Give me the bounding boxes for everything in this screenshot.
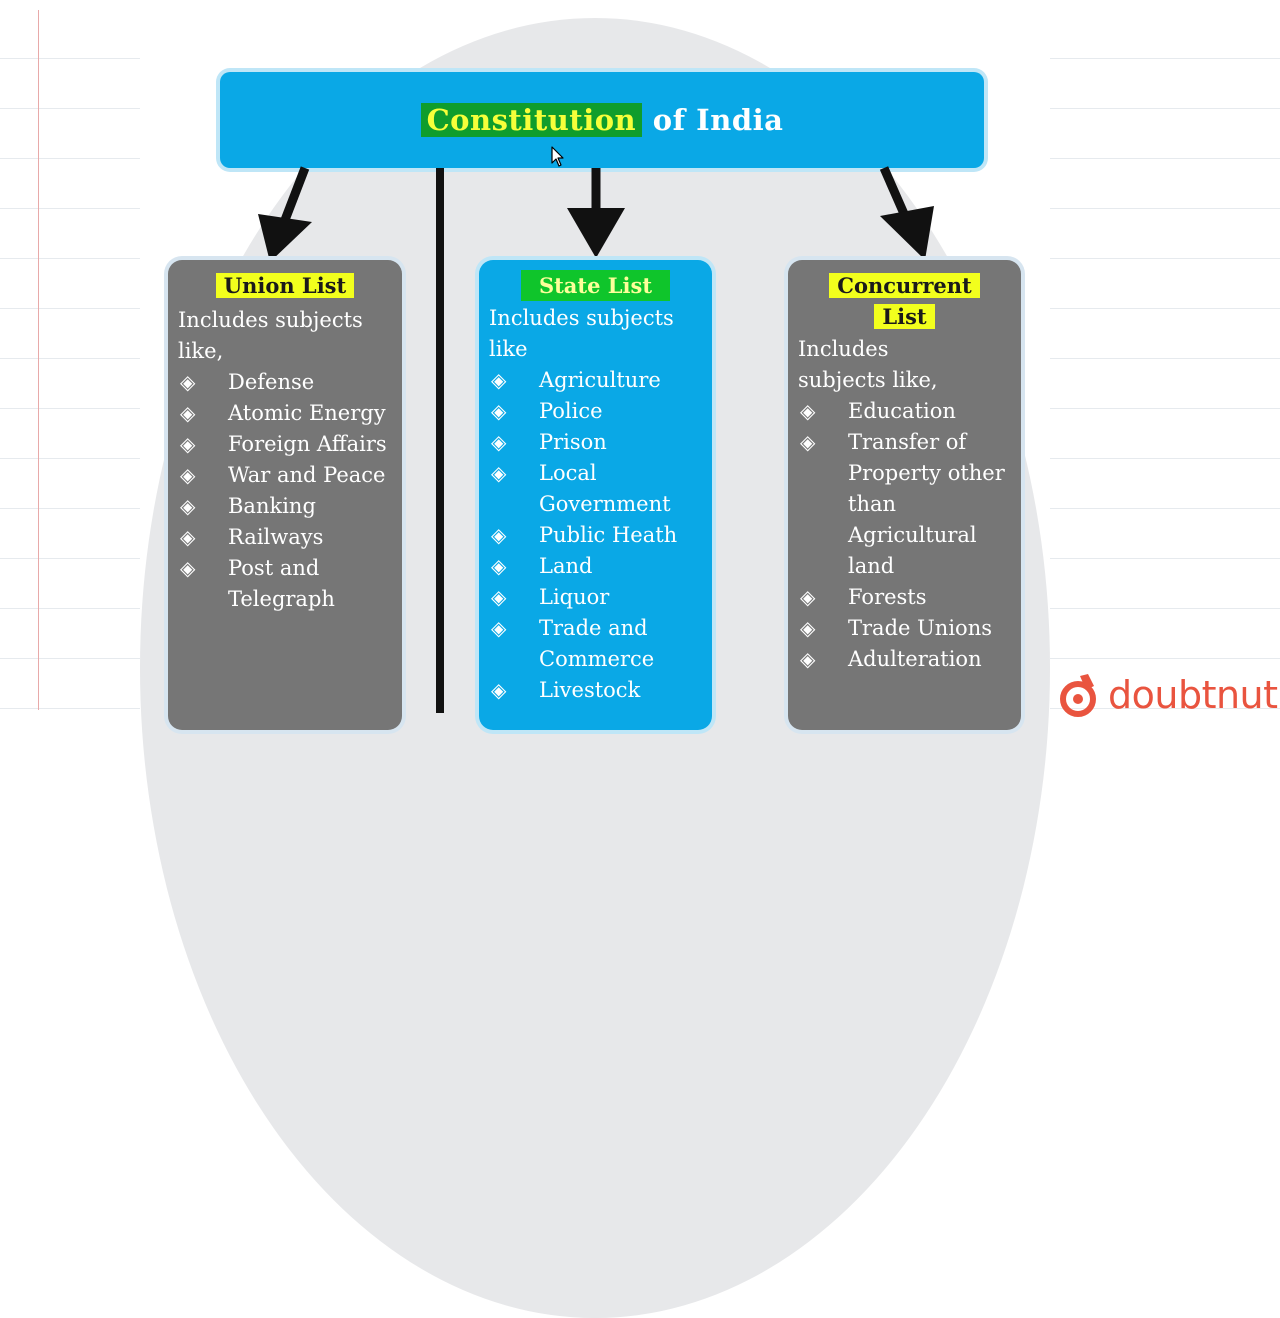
state-list-title: State List	[479, 270, 712, 301]
diamond-bullet-icon: ◈	[180, 401, 196, 425]
arrow-union-shaft	[280, 166, 310, 222]
diamond-bullet-icon: ◈	[491, 399, 507, 423]
diamond-bullet-icon: ◈	[180, 556, 196, 580]
diamond-bullet-icon: ◈	[491, 585, 507, 609]
arrow-state-head	[567, 208, 625, 258]
diamond-bullet-icon: ◈	[491, 554, 507, 578]
doubtnut-logo-text: doubtnut	[1108, 673, 1278, 717]
diamond-bullet-icon: ◈	[180, 494, 196, 518]
diamond-bullet-icon: ◈	[800, 585, 816, 609]
diamond-bullet-icon: ◈	[800, 616, 816, 640]
doubtnut-logo-icon	[1060, 674, 1096, 717]
arrow-concurrent-head	[880, 206, 934, 260]
list-item: ◈Post and Telegraph	[178, 553, 396, 615]
header-rest-text: of India	[652, 103, 784, 137]
concurrent-list-box: Concurrent List Includes subjects like, …	[788, 260, 1021, 730]
constitution-header-box: Constitution of India	[220, 72, 984, 168]
list-item: ◈Land	[489, 551, 706, 582]
list-item: ◈Public Heath	[489, 520, 706, 551]
vertical-divider-bar	[436, 168, 444, 713]
diamond-bullet-icon: ◈	[180, 370, 196, 394]
diamond-bullet-icon: ◈	[180, 525, 196, 549]
list-item: ◈Agriculture	[489, 365, 706, 396]
concurrent-list-title: Concurrent List	[788, 270, 1021, 332]
diamond-bullet-icon: ◈	[180, 432, 196, 456]
list-item: ◈Trade and Commerce	[489, 613, 706, 675]
list-item: ◈Livestock	[489, 675, 706, 706]
diamond-bullet-icon: ◈	[491, 678, 507, 702]
list-item: ◈Atomic Energy	[178, 398, 396, 429]
diamond-bullet-icon: ◈	[491, 368, 507, 392]
diamond-bullet-icon: ◈	[800, 430, 816, 454]
state-list-intro: Includes subjects like	[489, 306, 674, 361]
list-item: ◈Trade Unions	[798, 613, 1015, 644]
list-item: ◈Liquor	[489, 582, 706, 613]
diamond-bullet-icon: ◈	[491, 430, 507, 454]
union-list-title: Union List	[168, 270, 402, 301]
arrow-union-head	[258, 214, 312, 262]
state-list-items: ◈Agriculture ◈Police ◈Prison ◈Local Gove…	[479, 365, 712, 706]
connector-arrows	[258, 166, 934, 262]
mouse-cursor-icon	[551, 146, 564, 167]
list-item: ◈Prison	[489, 427, 706, 458]
list-item: ◈Local Government	[489, 458, 706, 520]
list-item: ◈Education	[798, 396, 1015, 427]
union-list-items: ◈Defense ◈Atomic Energy ◈Foreign Affairs…	[168, 367, 402, 615]
diamond-bullet-icon: ◈	[800, 399, 816, 423]
list-item: ◈Transfer of Property other than Agricul…	[798, 427, 1015, 582]
header-highlighted-word: Constitution	[420, 103, 643, 137]
list-item: ◈Banking	[178, 491, 396, 522]
list-item: ◈Forests	[798, 582, 1015, 613]
diamond-bullet-icon: ◈	[800, 647, 816, 671]
diamond-bullet-icon: ◈	[491, 461, 507, 485]
list-item: ◈Railways	[178, 522, 396, 553]
arrow-concurrent-shaft	[879, 166, 910, 218]
header-title: Constitution of India	[420, 103, 784, 137]
diamond-bullet-icon: ◈	[180, 463, 196, 487]
diamond-bullet-icon: ◈	[491, 616, 507, 640]
diamond-bullet-icon: ◈	[491, 523, 507, 547]
doubtnut-logo: doubtnut	[1058, 672, 1278, 718]
list-item: ◈Adulteration	[798, 644, 1015, 675]
list-item: ◈Foreign Affairs	[178, 429, 396, 460]
union-list-box: Union List Includes subjects like, ◈Defe…	[168, 260, 402, 730]
list-item: ◈War and Peace	[178, 460, 396, 491]
state-list-box: State List Includes subjects like ◈Agric…	[479, 260, 712, 730]
concurrent-list-items: ◈Education ◈Transfer of Property other t…	[788, 396, 1021, 675]
notebook-margin-line	[38, 10, 39, 710]
list-item: ◈Defense	[178, 367, 396, 398]
union-list-intro: Includes subjects like,	[178, 308, 363, 363]
concurrent-list-intro: Includes subjects like,	[798, 337, 938, 392]
list-item: ◈Police	[489, 396, 706, 427]
